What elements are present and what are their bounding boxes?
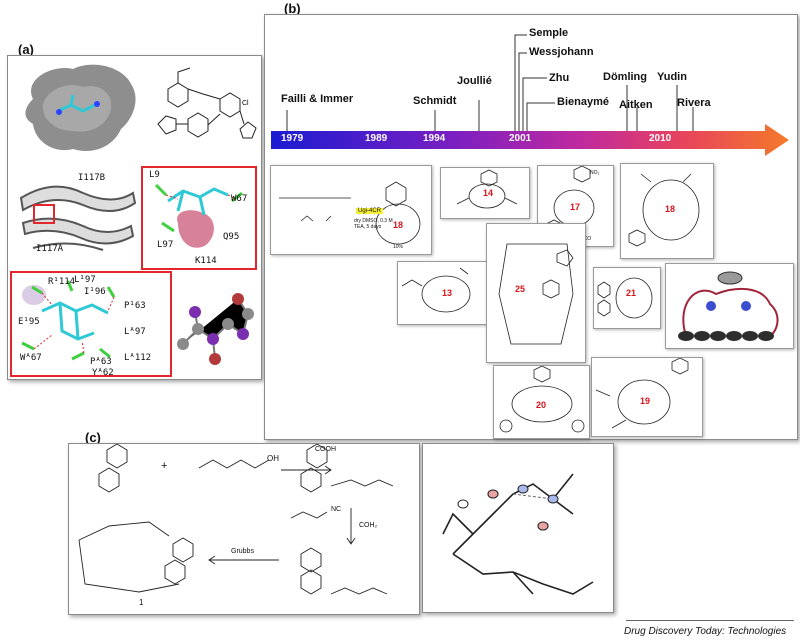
label-w67: W67 xyxy=(231,194,248,204)
compound-20-structure xyxy=(499,366,585,433)
label-wa67: Wᴬ67 xyxy=(20,353,42,363)
compound-18b-structure xyxy=(628,173,700,247)
compound-label-21: 21 xyxy=(626,288,637,298)
reagent-cooh: COOH xyxy=(315,446,336,453)
timeline-connectors xyxy=(286,34,694,131)
panel-c-label: (c) xyxy=(85,430,101,445)
panel-b-label: (b) xyxy=(284,1,301,16)
ball-stick-model xyxy=(177,293,254,365)
name-schmidt: Schmidt xyxy=(413,95,457,107)
year-2010: 2010 xyxy=(649,133,672,144)
label-ib96: I¹96 xyxy=(84,287,106,297)
reagent-oh: OH xyxy=(267,454,279,463)
compound-label-17: 17 xyxy=(570,202,581,212)
label-eb95: E¹95 xyxy=(18,317,40,327)
protein-surface-image xyxy=(25,64,136,151)
reagent-coh2: COH₂ xyxy=(359,522,378,529)
label-la112: Lᴬ112 xyxy=(124,353,152,363)
compound-card-14: 14 xyxy=(440,167,530,219)
compound-18a-structure xyxy=(279,181,421,245)
year-1994: 1994 xyxy=(423,133,446,144)
compound-card-19: 19 xyxy=(591,357,703,437)
interaction-render xyxy=(21,280,116,361)
compound-label-20: 20 xyxy=(536,400,547,410)
panel-a-frame: Cl I117B I117A L9 W67 L97 Q95 K114 xyxy=(7,55,262,380)
compound-card-20: 20 xyxy=(493,365,590,439)
compound-card-25: 25 xyxy=(486,223,586,363)
svg-text:Cl: Cl xyxy=(242,100,249,107)
name-domling: Dömling xyxy=(603,71,647,83)
label-pb63: P¹63 xyxy=(124,301,146,311)
compound-25-structure xyxy=(498,243,574,345)
compound-14-structure xyxy=(456,169,518,209)
name-aitken: Aitken xyxy=(619,99,653,111)
compound-card-18b: 18 xyxy=(620,163,714,259)
binding-site-box xyxy=(33,204,55,224)
label-la97: Lᴬ97 xyxy=(124,327,146,337)
yield-text: 10% xyxy=(393,244,404,250)
label-ya62: Yᴬ62 xyxy=(92,368,114,378)
compound-label-18a: 18 xyxy=(393,220,404,230)
compound-label-18b: 18 xyxy=(665,204,676,214)
name-wessjohann: Wessjohann xyxy=(529,46,594,58)
crystal-structure-ortep xyxy=(442,473,594,595)
compound-card-21: 21 xyxy=(593,267,661,329)
label-l97: L97 xyxy=(157,240,174,250)
product-number: 1 xyxy=(139,598,144,607)
year-2001: 2001 xyxy=(509,133,532,144)
label-rb114: R¹114 xyxy=(48,277,76,287)
nitro-text: NO₂ xyxy=(590,170,600,176)
crystal-structure-frame xyxy=(422,443,614,613)
zoom-box-top: L9 W67 L97 Q95 K114 xyxy=(141,166,257,270)
label-k114: K114 xyxy=(195,256,217,266)
name-joullie: Joullié xyxy=(457,75,492,87)
label-i117a: I117A xyxy=(36,244,64,254)
label-pa63: Pᴬ63 xyxy=(90,357,112,367)
zoom-render-top xyxy=(154,183,243,248)
name-rivera: Rivera xyxy=(677,97,711,109)
name-failli-immer: Failli & Immer xyxy=(281,93,354,105)
plus-sign: + xyxy=(161,460,168,472)
year-1989: 1989 xyxy=(365,133,388,144)
reagent-nc: NC xyxy=(331,506,342,513)
schematic-macrocycle xyxy=(678,271,779,341)
name-yudin: Yudin xyxy=(657,71,687,83)
compound-19-structure xyxy=(595,358,689,429)
schematic-macrocycle-card xyxy=(665,263,794,349)
timeline-arrow xyxy=(271,124,789,156)
compound-13-structure xyxy=(401,267,471,313)
name-bienayme: Bienaymé xyxy=(557,96,609,108)
label-i117b: I117B xyxy=(78,173,106,183)
year-1979: 1979 xyxy=(281,133,304,144)
compound-label-19: 19 xyxy=(640,396,651,406)
compound-label-14: 14 xyxy=(483,188,494,198)
label-l9: L9 xyxy=(149,170,160,180)
footer-rule xyxy=(626,620,794,621)
compound-label-13: 13 xyxy=(442,288,453,298)
panel-a-label: (a) xyxy=(18,42,34,57)
compound-21-structure xyxy=(597,277,653,319)
conditions-text: dry DMSO, 0.3 M TEA, 5 days xyxy=(354,218,393,230)
panel-c-scheme-frame: + OH COOH NC COH₂ Grubbs 1 xyxy=(68,443,420,615)
compound-label-25: 25 xyxy=(515,284,526,294)
journal-credit: Drug Discovery Today: Technologies xyxy=(624,626,787,637)
name-semple: Semple xyxy=(529,27,569,39)
reagent-tag: Ugi-4CR xyxy=(356,208,384,214)
panel-b-frame: 1979 1989 1994 2001 2010 Failli & Immer … xyxy=(264,14,798,440)
zoom-box-bottom: R¹114 L¹97 I¹96 P¹63 E¹95 Lᴬ97 Wᴬ67 Pᴬ63… xyxy=(10,271,172,378)
synthesis-scheme xyxy=(78,444,394,595)
name-zhu: Zhu xyxy=(549,72,570,84)
label-q95: Q95 xyxy=(223,232,240,242)
compound-card-18a: Ugi-4CR dry DMSO, 0.3 M TEA, 5 days 10% … xyxy=(270,165,432,255)
compound-card-13: 13 xyxy=(397,261,487,325)
label-lb97: L¹97 xyxy=(74,275,96,285)
ligand-structure: Cl xyxy=(157,67,257,139)
protein-ribbon-image xyxy=(19,185,137,251)
reagent-grubbs: Grubbs xyxy=(231,548,254,555)
